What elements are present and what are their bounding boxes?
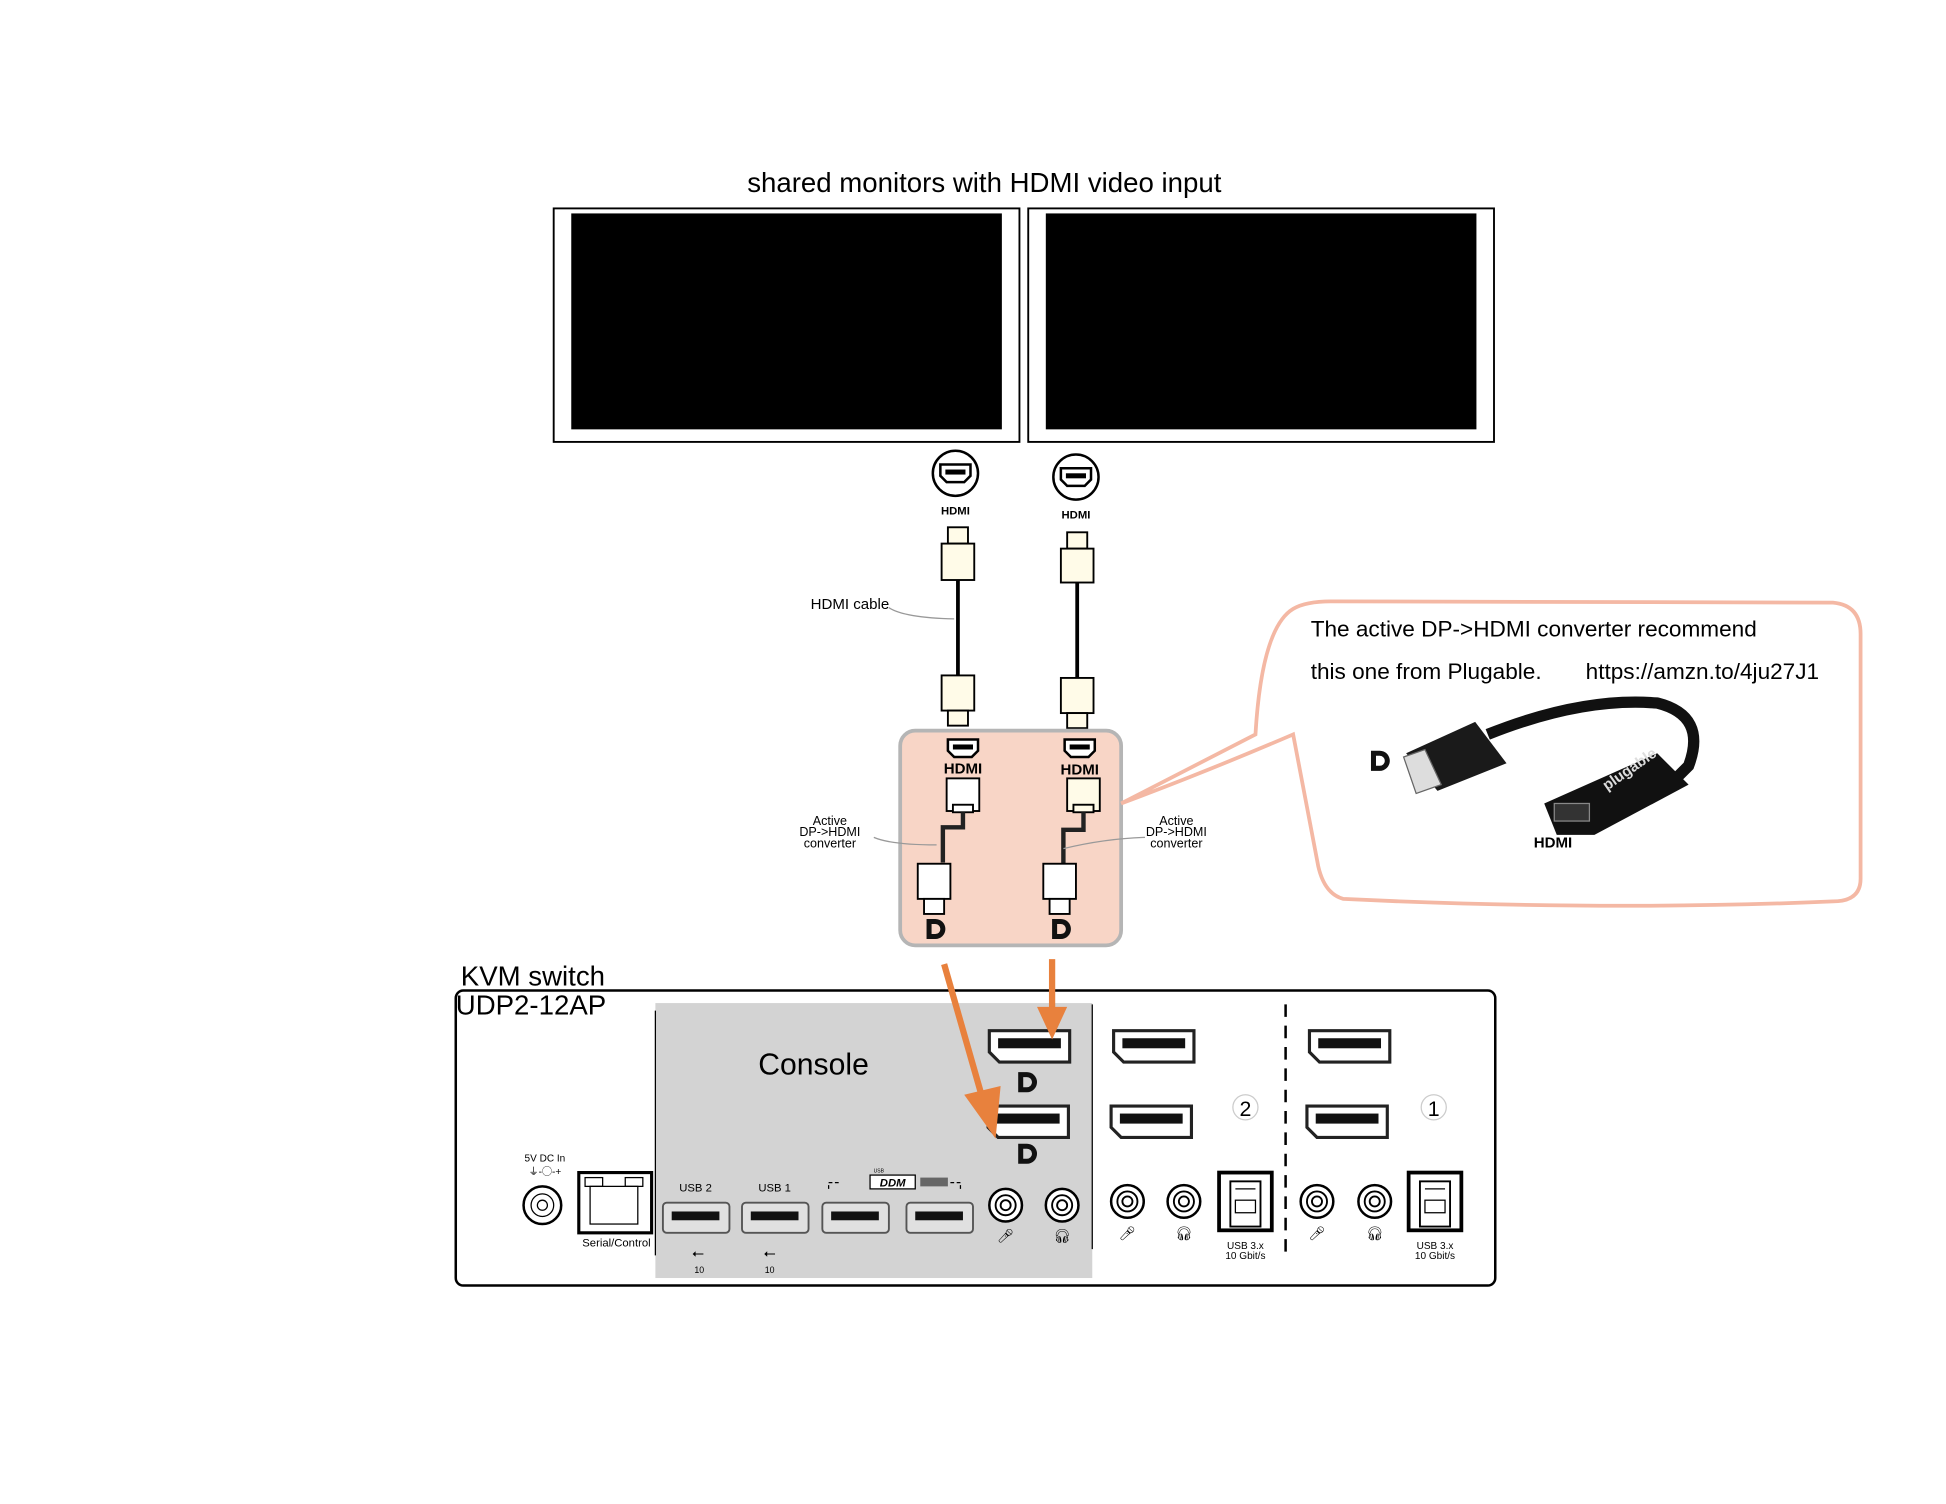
- hdmi-cable-left: [940, 526, 976, 727]
- computer-1-badge: [1420, 1094, 1447, 1121]
- pc1-dp-port-1[interactable]: [1307, 1029, 1392, 1064]
- monitor-left: [552, 207, 1021, 443]
- label-line: Active: [813, 814, 847, 828]
- computer-2-badge: [1232, 1094, 1259, 1121]
- converter-label-right: Active DP->HDMI converter: [1146, 814, 1207, 851]
- hdmi-label-left: HDMI: [941, 506, 970, 518]
- callout-line1: The active DP->HDMI converter recommend: [1311, 617, 1757, 642]
- hdmi-port-icon: [946, 738, 980, 759]
- hdmi-cable-label: HDMI cable: [811, 596, 890, 613]
- power-port[interactable]: [522, 1185, 563, 1226]
- power-label: 5V DC In: [525, 1153, 566, 1164]
- usb-icon: ⭠: [764, 1245, 776, 1262]
- microphone-icon: 🎤︎: [997, 1228, 1015, 1243]
- hdmi-cable-right: [1059, 531, 1095, 730]
- usb3-speed-label: 10 Gbit/s: [1415, 1251, 1455, 1262]
- monitors-title: shared monitors with HDMI video input: [747, 167, 1221, 198]
- pc1-mic-jack[interactable]: [1299, 1183, 1335, 1220]
- usb-port-4[interactable]: [905, 1201, 974, 1234]
- usb-speed: 10: [694, 1265, 704, 1275]
- arrows: [941, 959, 1068, 1139]
- hdmi-port-icon: [931, 449, 980, 498]
- microphone-icon: 🎤︎: [1119, 1226, 1137, 1241]
- arrow-head: [964, 1085, 1001, 1139]
- pc2-mic-jack[interactable]: [1109, 1183, 1145, 1220]
- usb3-label: USB 3.x: [1227, 1241, 1264, 1252]
- console-headphone-jack[interactable]: [1044, 1187, 1080, 1223]
- kvm-rear-panel: [454, 989, 1497, 1287]
- label-line: converter: [804, 836, 856, 850]
- product-link[interactable]: https://amzn.to/4ju27J1: [1586, 659, 1819, 684]
- usb3-speed-label: 10 Gbit/s: [1225, 1251, 1265, 1262]
- power-polarity-icon: ⏚-◯-+: [529, 1166, 562, 1178]
- usb-speed: 10: [765, 1265, 775, 1275]
- pc2-usb-b-port[interactable]: [1217, 1170, 1274, 1233]
- hdmi-port-icon: [1063, 738, 1097, 759]
- hdmi-label-right: HDMI: [1062, 509, 1091, 521]
- usb-icon: ⭠: [692, 1245, 704, 1262]
- leader-line: [888, 607, 955, 620]
- console-dp-port-2[interactable]: [986, 1104, 1070, 1139]
- serial-label: Serial/Control: [582, 1238, 650, 1250]
- ddm-bracket: [827, 1181, 962, 1189]
- usb-small-label: USB: [874, 1169, 885, 1175]
- audio-icons: 🎤︎ 🎧︎ 🎤︎ 🎧︎ 🎤︎ 🎧︎: [997, 1226, 1384, 1244]
- leader-line: [1063, 836, 1146, 850]
- computer-1-number: 1: [1428, 1097, 1440, 1121]
- serial-port[interactable]: [577, 1170, 654, 1235]
- console-mic-jack[interactable]: [988, 1187, 1024, 1223]
- label-line: Active: [1159, 814, 1193, 828]
- microphone-icon: 🎤︎: [1308, 1226, 1326, 1241]
- headphone-icon: 🎧︎: [1175, 1226, 1193, 1241]
- pc2-dp-port-2[interactable]: [1109, 1104, 1194, 1139]
- console-label: Console: [758, 1049, 869, 1082]
- converter-hdmi-label: HDMI: [1060, 762, 1098, 779]
- pc2-dp-port-1[interactable]: [1112, 1029, 1196, 1064]
- headphone-icon: 🎧︎: [1053, 1228, 1071, 1243]
- ddm-graphic: [920, 1177, 948, 1187]
- usb-ddm-port[interactable]: [821, 1201, 890, 1234]
- usb-port-1[interactable]: [741, 1201, 810, 1234]
- converter-label-left: Active DP->HDMI converter: [799, 814, 860, 851]
- hdmi-port-icon: [1052, 453, 1100, 501]
- pc1-dp-port-2[interactable]: [1305, 1104, 1389, 1139]
- pc2-headphone-jack[interactable]: [1166, 1183, 1202, 1220]
- pc1-usb-b-port[interactable]: [1406, 1170, 1464, 1233]
- kvm-title: KVM switch: [461, 961, 605, 992]
- console-dp-port-1[interactable]: [987, 1029, 1072, 1064]
- computer-2-number: 2: [1239, 1097, 1251, 1121]
- label-line: converter: [1150, 836, 1202, 850]
- label-line: DP->HDMI: [799, 825, 860, 839]
- headphone-icon: 🎧︎: [1366, 1226, 1384, 1241]
- ddm-badge: [869, 1174, 916, 1190]
- adapter-hdmi-label: HDMI: [1534, 834, 1572, 851]
- dp-hdmi-converter-left: [916, 777, 981, 915]
- usb2-label: USB 2: [679, 1182, 712, 1194]
- usb-port-2[interactable]: [661, 1201, 731, 1234]
- arrow-head: [1037, 1006, 1068, 1040]
- ddm-label: DDM: [880, 1177, 906, 1189]
- leader-line: [873, 836, 937, 846]
- label-line: DP->HDMI: [1146, 825, 1207, 839]
- dp-hdmi-converter-right: [1042, 777, 1101, 915]
- usb3-label: USB 3.x: [1417, 1241, 1454, 1252]
- pc1-headphone-jack[interactable]: [1357, 1183, 1393, 1220]
- converter-hdmi-label: HDMI: [944, 760, 982, 777]
- usb1-label: USB 1: [758, 1182, 791, 1194]
- monitor-right: [1027, 207, 1495, 443]
- kvm-model: UDP2-12AP: [456, 989, 606, 1020]
- callout-line2: this one from Plugable.: [1311, 659, 1542, 684]
